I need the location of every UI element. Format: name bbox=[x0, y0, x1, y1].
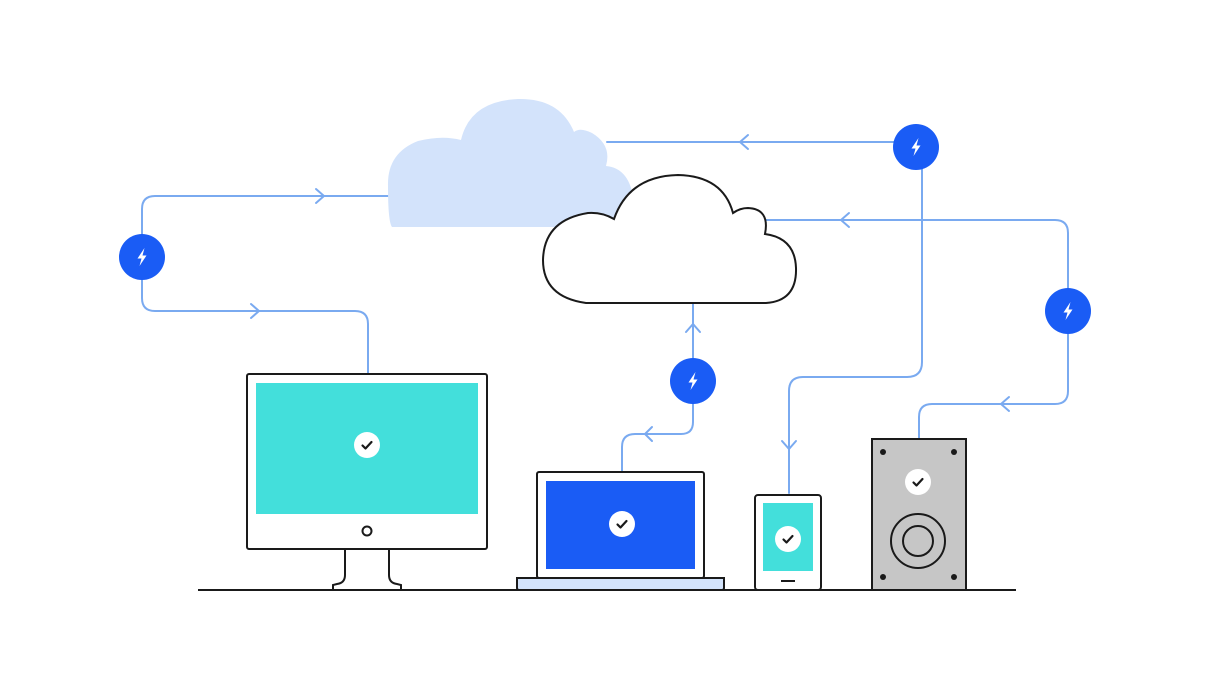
monitor-stand bbox=[332, 549, 402, 591]
connector-monitor-cloud bbox=[141, 195, 391, 374]
arrow-chevron bbox=[315, 188, 325, 204]
checkmark-icon bbox=[354, 432, 380, 458]
speaker-woofer-outer bbox=[890, 513, 946, 569]
lightning-bolt-icon bbox=[893, 124, 939, 170]
device-speaker bbox=[871, 438, 967, 591]
device-laptop bbox=[516, 471, 725, 591]
arrow-chevron bbox=[250, 303, 260, 319]
arrow-chevron bbox=[1000, 396, 1010, 412]
arrow-chevron bbox=[781, 440, 797, 450]
checkmark-icon bbox=[905, 469, 931, 495]
checkmark-icon bbox=[775, 526, 801, 552]
device-phone bbox=[754, 494, 822, 591]
checkmark-icon bbox=[609, 511, 635, 537]
arrow-chevron bbox=[685, 323, 701, 333]
cloud-secondary bbox=[387, 98, 634, 227]
speaker-screw bbox=[880, 574, 886, 580]
monitor-power-button bbox=[361, 525, 373, 537]
lightning-bolt-icon bbox=[1045, 288, 1091, 334]
arrow-chevron bbox=[739, 134, 749, 150]
arrow-chevron bbox=[840, 212, 850, 228]
speaker-screw bbox=[951, 574, 957, 580]
speaker-screw bbox=[880, 449, 886, 455]
arrow-chevron bbox=[644, 426, 653, 442]
connector-laptop-cloud bbox=[621, 303, 694, 472]
lightning-bolt-icon bbox=[119, 234, 165, 280]
connector-speaker-cloud bbox=[762, 219, 1069, 439]
laptop-base bbox=[516, 577, 725, 591]
device-monitor bbox=[246, 373, 488, 591]
speaker-screw bbox=[951, 449, 957, 455]
cloud-primary bbox=[541, 173, 798, 304]
lightning-bolt-icon bbox=[670, 358, 716, 404]
sync-badges bbox=[119, 124, 1091, 404]
speaker-woofer-inner bbox=[902, 525, 934, 557]
